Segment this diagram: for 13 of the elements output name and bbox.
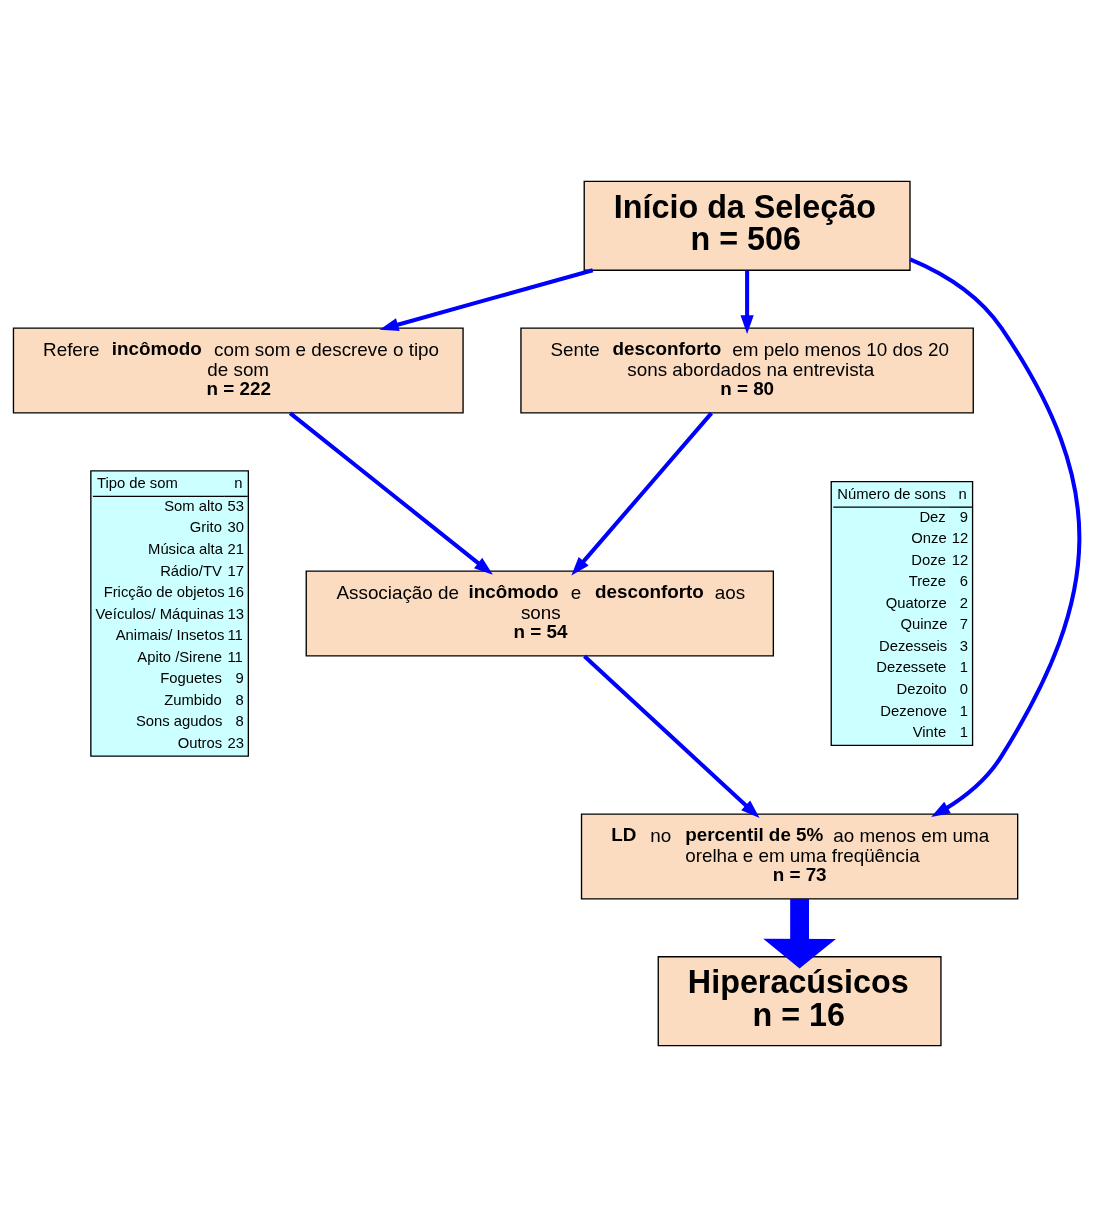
arrow: [288, 411, 493, 575]
arrow: [909, 257, 1082, 817]
arrow: [583, 654, 760, 819]
arrow: [379, 268, 594, 332]
arrow: [571, 411, 713, 576]
node-box: LD no percentil de 5% ao menos em uma orelha e em uma freqüência n = 73: [580, 813, 1019, 900]
node-box: Hiperacúsicos n = 16: [657, 956, 942, 1047]
arrow: [740, 270, 754, 335]
node-box: Refere incômodo com som e descreve o tipo de som n = 222: [12, 327, 464, 414]
arrow: [763, 898, 836, 969]
node-box: Associação de incômodo e desconforto aos sons n = 54: [305, 570, 775, 657]
node-box: Sente desconforto em pelo menos 10 dos 20 sons abordados na entrevista n = 80: [520, 327, 974, 414]
node-box: Início da Seleção n = 506: [583, 180, 911, 271]
